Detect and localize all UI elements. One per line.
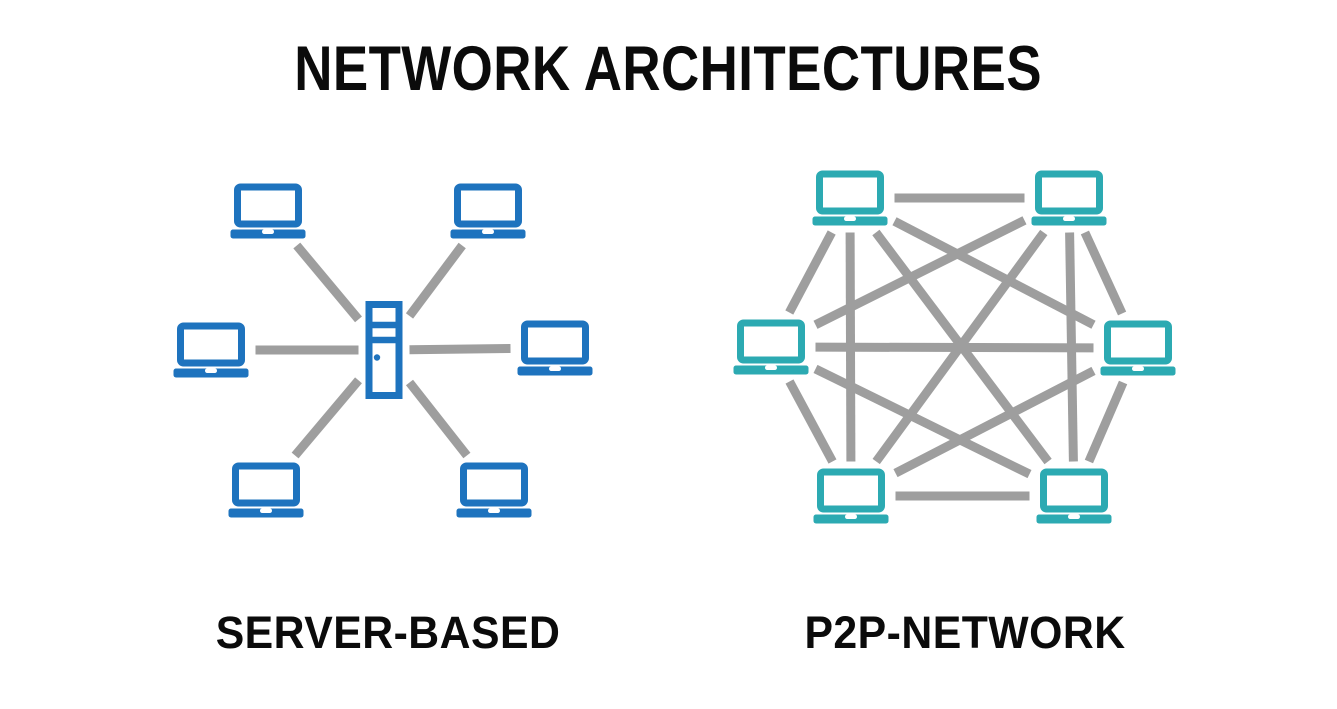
laptop-icon [812, 170, 888, 226]
page-title: NETWORK ARCHITECTURES [0, 38, 1337, 101]
laptop-icon [733, 319, 809, 375]
laptop-icon [517, 320, 593, 376]
diagram-p2p [733, 170, 1176, 524]
connection-line [409, 344, 511, 355]
connection-line [785, 230, 836, 315]
connection-line [293, 242, 362, 323]
laptop-icon [1100, 320, 1176, 376]
laptop-icon [450, 183, 526, 239]
connection-line [815, 342, 1094, 353]
connection-line [785, 379, 837, 464]
laptop-icon [1031, 170, 1107, 226]
diagram-server-based [173, 183, 593, 518]
connection-line [892, 217, 1096, 329]
connection-line [893, 366, 1096, 478]
connection-line [813, 364, 1032, 479]
connection-line [1080, 230, 1127, 316]
laptop-icon [813, 468, 889, 524]
connection-line [1084, 380, 1128, 464]
diagram-label-p2p-network: P2P-NETWORK [804, 607, 1126, 658]
connection-line [813, 216, 1027, 329]
laptop-icon [1036, 468, 1112, 524]
laptop-icon [230, 183, 306, 239]
laptop-icon [228, 462, 304, 518]
laptop-icon [173, 322, 249, 378]
connection-line [405, 242, 466, 319]
page-title-text: NETWORK ARCHITECTURES [294, 34, 1043, 104]
laptop-icon [456, 462, 532, 518]
connection-line [405, 379, 471, 459]
diagram-label-server-based: SERVER-BASED [215, 607, 561, 658]
server-tower-icon [365, 301, 403, 399]
connection-line [291, 377, 362, 459]
